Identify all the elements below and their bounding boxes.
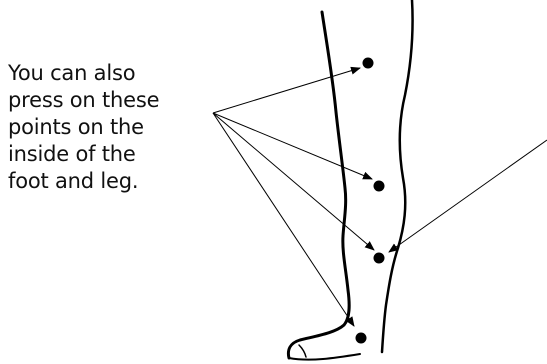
pressure-point-4 [356, 333, 367, 344]
arrow-to-point-2 [213, 113, 372, 179]
arrow-to-point-4 [213, 113, 354, 326]
arrow-to-point-3 [213, 113, 374, 250]
leg-right-contour [382, 0, 413, 352]
arrow-from-right [389, 140, 547, 252]
foot-sole [289, 354, 360, 360]
toe-mark [299, 345, 306, 357]
pressure-point-3 [374, 253, 385, 264]
pressure-point-2 [374, 181, 385, 192]
arrow-to-point-1 [213, 68, 360, 113]
pressure-point-1 [363, 58, 374, 69]
